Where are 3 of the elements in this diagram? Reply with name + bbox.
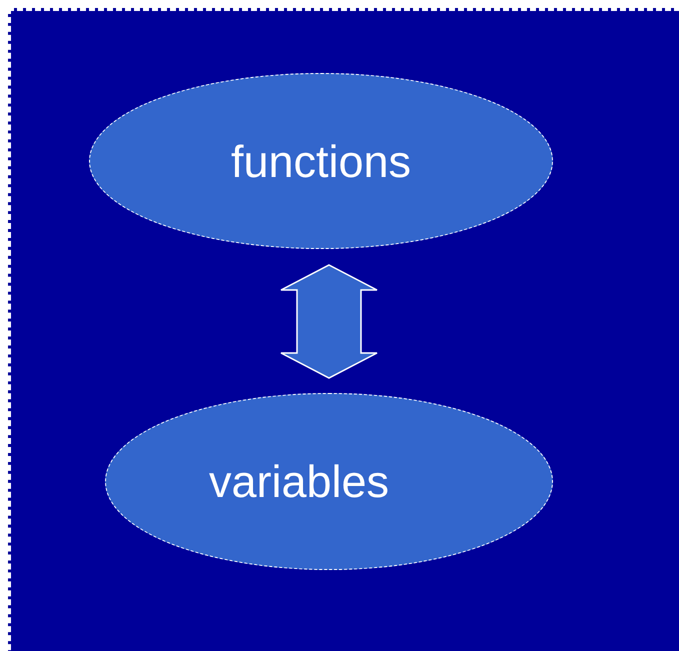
double-arrow bbox=[280, 264, 378, 379]
node-label: functions bbox=[230, 138, 412, 184]
node-label: variables bbox=[208, 459, 390, 504]
